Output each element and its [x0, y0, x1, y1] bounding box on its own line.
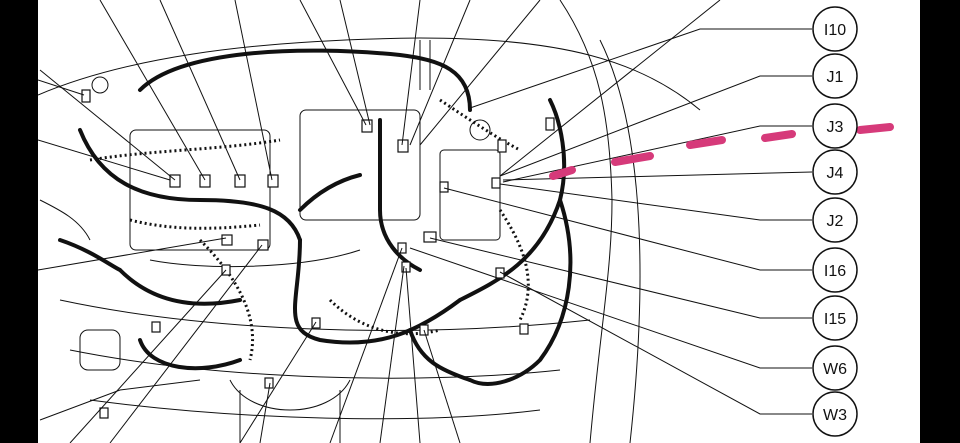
- callout-i15: I15: [812, 295, 858, 341]
- pink-dashed-marker: [549, 123, 894, 180]
- callout-j2: J2: [812, 197, 858, 243]
- callout-j4: J4: [812, 149, 858, 195]
- callout-label: I10: [824, 22, 846, 39]
- callout-i10: I10: [812, 6, 858, 52]
- leader-lines: [38, 0, 813, 443]
- callout-label: J2: [827, 213, 844, 230]
- engine-bay-outline: [38, 0, 701, 443]
- callout-j3: J3: [812, 103, 858, 149]
- wiring-harness-dotted: [89, 98, 530, 361]
- callout-label: W6: [823, 361, 847, 378]
- callout-j1: J1: [812, 53, 858, 99]
- callout-label: W3: [823, 407, 847, 424]
- wiring-diagram-page: I10 J1 J3 J4 J2 I16: [38, 0, 920, 443]
- callout-w3: W3: [812, 391, 858, 437]
- connectors: [81, 89, 555, 419]
- engine-bay-wiring-diagram: I10 J1 J3 J4 J2 I16: [38, 0, 894, 443]
- wiring-harness: [58, 48, 573, 386]
- callout-label: I15: [824, 311, 846, 328]
- callout-label: I16: [824, 263, 846, 280]
- callout-label: J3: [827, 119, 844, 136]
- callout-i16: I16: [812, 247, 858, 293]
- callout-w6: W6: [812, 345, 858, 391]
- callout-label: J1: [827, 69, 844, 86]
- callout-label: J4: [827, 165, 844, 182]
